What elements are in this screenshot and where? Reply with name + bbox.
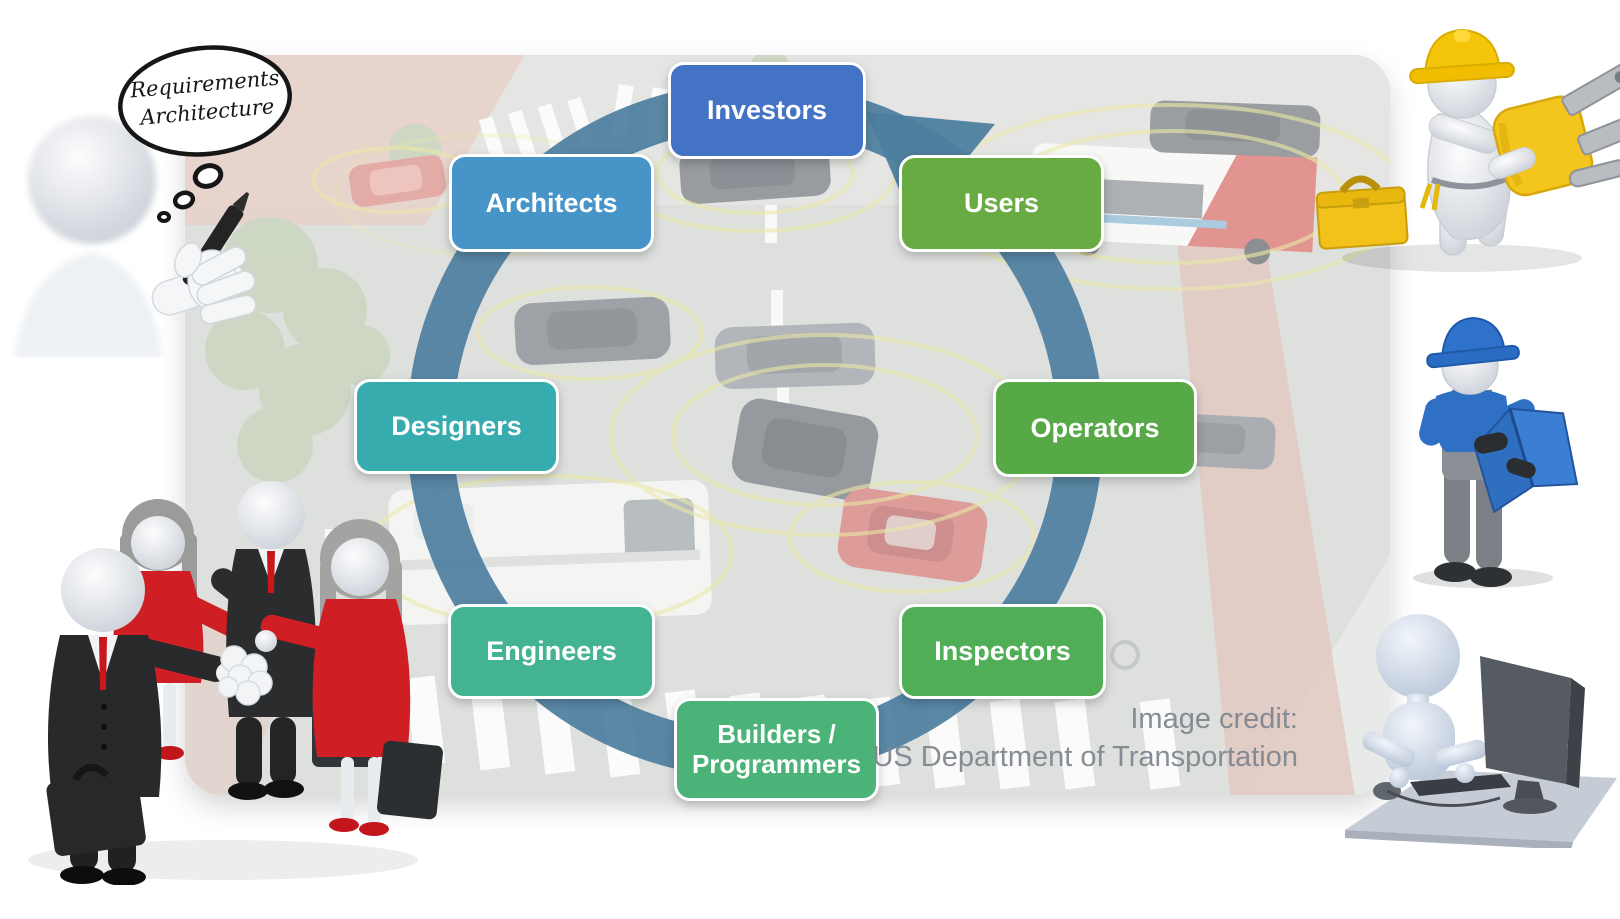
node-inspectors: Inspectors — [899, 604, 1106, 699]
site-inspector-figure — [1398, 292, 1588, 597]
image-credit-line1: Image credit: — [1130, 703, 1298, 735]
node-investors: Investors — [668, 62, 866, 159]
blue-binder-icon — [1473, 406, 1579, 514]
site-inspector-art — [1413, 316, 1579, 588]
image-credit-line2: US Department of Transportation — [872, 741, 1298, 773]
node-builders-programmers: Builders / Programmers — [674, 698, 879, 801]
pliers-icon — [1419, 183, 1441, 211]
monitor-icon — [1480, 656, 1585, 814]
node-engineers: Engineers — [448, 604, 655, 699]
yellow-hard-hat-icon — [1409, 28, 1515, 85]
briefcase-icon — [46, 763, 146, 856]
node-designers: Designers — [354, 379, 559, 474]
blue-hard-hat-icon — [1426, 316, 1520, 369]
node-operators: Operators — [993, 379, 1197, 477]
node-architects: Architects — [449, 154, 654, 252]
keyboard-icon — [1410, 774, 1511, 796]
electrical-plug-icon — [1492, 61, 1620, 197]
image-credit: Image credit: US Department of Transport… — [872, 700, 1298, 776]
node-users: Users — [899, 155, 1104, 252]
desk-platform — [1345, 770, 1617, 842]
